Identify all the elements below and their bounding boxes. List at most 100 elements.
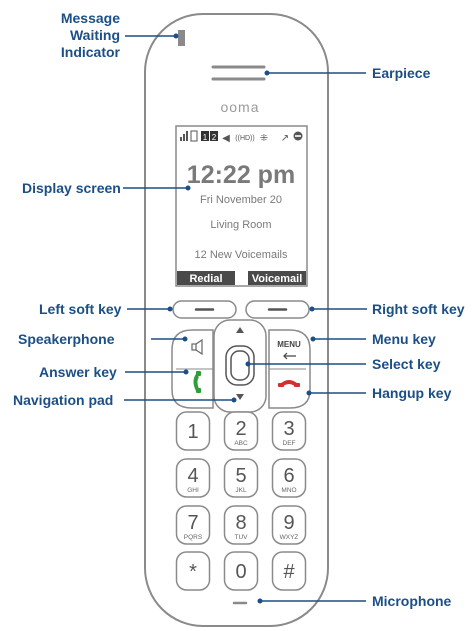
keypad-key-0[interactable]: 0	[223, 551, 259, 591]
speaker-status-icon: ◀	[222, 133, 230, 144]
softkey-right-label: Voicemail	[252, 273, 303, 285]
keypad-key-letters: WXYZ	[280, 534, 299, 541]
line1-text: 1	[203, 133, 208, 142]
keypad-key-body[interactable]	[271, 551, 307, 591]
back-arrow-icon	[283, 352, 296, 360]
left-soft-key[interactable]	[172, 300, 237, 319]
hangup-phone-icon	[278, 380, 300, 387]
keypad-key-digit: #	[283, 561, 295, 583]
softkey-left-label-bg	[177, 271, 235, 285]
screen-voicemails: 12 New Voicemails	[195, 249, 288, 261]
keypad-key-letters: MNO	[281, 487, 296, 494]
dot-right-soft-key	[309, 306, 315, 312]
keypad-key-digit: 2	[235, 418, 246, 440]
keypad-key-body[interactable]	[271, 505, 307, 545]
line1-badge	[201, 131, 209, 141]
dot-menu-key	[310, 336, 316, 342]
label-message-waiting-line2: Waiting	[69, 27, 120, 43]
dot-navigation-pad	[231, 397, 237, 403]
answer-phone-icon	[193, 371, 201, 393]
label-hangup-key: Hangup key	[372, 385, 452, 401]
dot-microphone	[257, 598, 263, 604]
label-navigation-pad: Navigation pad	[13, 392, 114, 408]
keypad-key-letters: GHI	[187, 487, 199, 494]
label-message-waiting: Message Waiting Indicator	[40, 10, 120, 61]
keypad-key-letters: JKL	[235, 487, 247, 494]
line2-text: 2	[212, 133, 217, 142]
label-speakerphone: Speakerphone	[18, 331, 115, 347]
hd-indicator: ((HD))	[235, 135, 254, 142]
keypad-key-body[interactable]	[223, 411, 259, 451]
nav-up-icon[interactable]	[236, 327, 244, 333]
right-soft-key[interactable]	[245, 300, 310, 319]
keypad-key-digit: 5	[235, 465, 246, 487]
keypad-key-letters: PQRS	[184, 534, 203, 541]
keypad-key-digit: 0	[235, 561, 246, 583]
status-bar: 1 2 ◀ ((HD)) ⁜ ↗	[180, 130, 303, 144]
keypad-key-hash[interactable]: #	[271, 551, 307, 591]
missed-call-icon: ↗	[281, 133, 289, 144]
softkey-left-label: Redial	[189, 273, 222, 285]
keypad-key-body[interactable]	[223, 458, 259, 498]
screen-date: Fri November 20	[200, 194, 282, 206]
keypad-key-digit: 7	[187, 512, 198, 534]
screen-time: 12:22 pm	[187, 161, 295, 189]
label-message-waiting-line1: Message	[60, 10, 120, 26]
dot-select-key	[245, 361, 251, 367]
dot-speakerphone	[182, 336, 188, 342]
label-message-waiting-line3: Indicator	[60, 44, 120, 60]
battery-icon	[190, 130, 198, 142]
keypad-key-body[interactable]	[175, 458, 211, 498]
nav-down-icon[interactable]	[236, 394, 244, 400]
display-screen	[175, 125, 308, 287]
callout-dots	[167, 33, 316, 604]
label-menu-key: Menu key	[372, 331, 436, 347]
label-right-soft-key: Right soft key	[372, 301, 465, 317]
callout-lines	[123, 35, 367, 602]
keypad-key-body[interactable]	[175, 551, 211, 591]
keypad-key-digit: 3	[283, 418, 294, 440]
keypad-key-digit: 6	[283, 465, 294, 487]
dot-display-screen	[185, 185, 191, 191]
dot-answer-key	[183, 369, 189, 375]
keypad-key-body[interactable]	[223, 505, 259, 545]
keypad-key-star[interactable]: *	[175, 551, 211, 591]
keypad-key-digit: 9	[283, 512, 294, 534]
label-earpiece: Earpiece	[372, 65, 431, 81]
dot-message-waiting	[173, 33, 179, 39]
keypad-key-body[interactable]	[271, 411, 307, 451]
keypad-key-body[interactable]	[223, 551, 259, 591]
keypad-key-body[interactable]	[271, 458, 307, 498]
label-display-screen: Display screen	[22, 180, 121, 196]
brand-logo: ooma	[220, 99, 259, 115]
keypad-key-digit: 4	[187, 465, 198, 487]
dot-earpiece	[264, 70, 270, 76]
keypad-key-1[interactable]: 1	[175, 411, 211, 451]
keypad-key-body[interactable]	[175, 411, 211, 451]
speakerphone-icon	[191, 338, 203, 356]
keypad-key-letters: TUV	[235, 534, 249, 541]
message-waiting-led	[178, 30, 185, 46]
line2-badge	[210, 131, 218, 141]
label-left-soft-key: Left soft key	[39, 301, 122, 317]
dnd-icon-bar	[295, 135, 301, 137]
keypad-key-body[interactable]	[175, 505, 211, 545]
signal-icon	[180, 131, 188, 141]
keypad-key-digit: 8	[235, 512, 246, 534]
menu-label: MENU	[277, 340, 301, 349]
label-answer-key: Answer key	[39, 364, 117, 380]
keypad-key-digit: 1	[187, 421, 198, 443]
label-microphone: Microphone	[372, 593, 452, 609]
keypad-key-letters: DEF	[283, 440, 296, 447]
softkey-right-label-bg	[248, 271, 306, 285]
